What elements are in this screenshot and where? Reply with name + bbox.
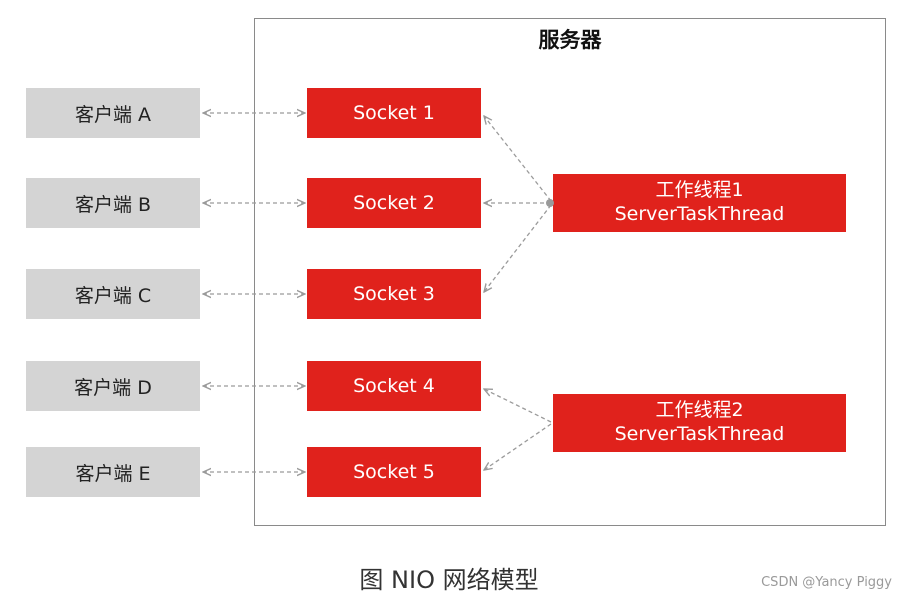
worker-thread-1-name: 工作线程1 (655, 179, 744, 202)
worker-thread-2: 工作线程2 ServerTaskThread (553, 394, 846, 452)
client-d: 客户端 D (26, 361, 200, 411)
watermark: CSDN @Yancy Piggy (761, 575, 892, 590)
figure-caption: 图 NIO 网络模型 (359, 566, 539, 594)
socket-2: Socket 2 (307, 178, 481, 228)
socket-1: Socket 1 (307, 88, 481, 138)
worker-thread-2-class: ServerTaskThread (614, 423, 785, 445)
worker-thread-1: 工作线程1 ServerTaskThread (553, 174, 846, 232)
client-b: 客户端 B (26, 178, 200, 228)
link-thread-1-socket-3 (484, 204, 552, 292)
link-thread-2-socket-5 (484, 423, 552, 470)
client-a: 客户端 A (26, 88, 200, 138)
client-e: 客户端 E (26, 447, 200, 497)
server-frame (254, 18, 886, 526)
thread-1-junction-dot (546, 199, 554, 207)
socket-3: Socket 3 (307, 269, 481, 319)
socket-4: Socket 4 (307, 361, 481, 411)
server-title: 服务器 (538, 28, 602, 52)
client-c: 客户端 C (26, 269, 200, 319)
worker-thread-2-name: 工作线程2 (655, 399, 744, 422)
link-thread-1-socket-1 (484, 116, 552, 202)
link-thread-2-socket-4 (484, 389, 552, 423)
worker-thread-1-class: ServerTaskThread (614, 203, 785, 225)
socket-5: Socket 5 (307, 447, 481, 497)
